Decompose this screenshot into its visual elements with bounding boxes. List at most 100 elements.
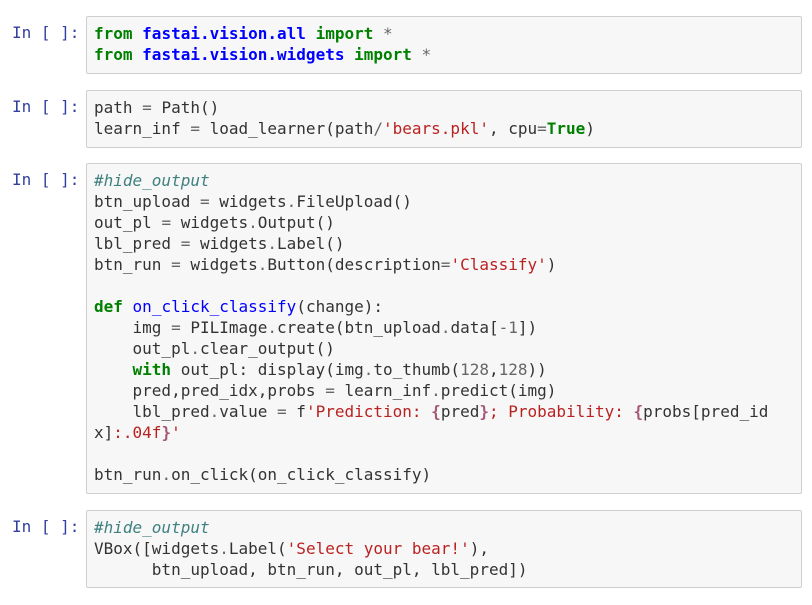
code-token: , cpu (488, 119, 538, 138)
code-token: . (209, 402, 220, 421)
code-token: )) (527, 360, 547, 379)
code-token: ) (585, 119, 595, 138)
code-token: img (94, 318, 172, 337)
code-token: widgets (190, 234, 268, 253)
code-token: on_click(on_click_classify) (171, 465, 432, 484)
code-token: - (498, 318, 509, 337)
code-token: btn_upload (94, 192, 200, 211)
input-prompt: In [ ]: (12, 23, 80, 42)
code-token: = (180, 234, 191, 253)
code-editor[interactable]: from fastai.vision.all import *from fast… (86, 16, 802, 74)
code-token: widgets (180, 255, 258, 274)
code-line: #hide_output (94, 517, 801, 538)
code-token: out_pl: display(img (171, 360, 364, 379)
code-token: } (161, 423, 172, 442)
code-token: . (286, 192, 297, 211)
code-token: Label() (277, 234, 345, 253)
code-token: widgets (171, 213, 249, 232)
code-token: = (171, 255, 181, 274)
code-token: x] (94, 423, 114, 442)
code-token: . (267, 318, 278, 337)
code-token: VBox([widgets (94, 539, 220, 558)
code-token: ) (546, 255, 557, 274)
code-token (123, 297, 133, 316)
code-token: import (354, 45, 412, 64)
code-token: learn_inf (334, 381, 432, 400)
code-token: load_learner(path (199, 119, 374, 138)
code-token: import (315, 24, 374, 43)
code-line: btn_upload = widgets.FileUpload() (94, 191, 801, 212)
code-token: btn_upload, btn_run, out_pl, lbl_pred]) (94, 560, 528, 579)
code-line: img = PILImage.create(btn_upload.data[-1… (94, 317, 801, 338)
code-token: Label( (228, 539, 287, 558)
code-token: pred (440, 402, 480, 421)
code-token: . (431, 381, 441, 400)
code-token: Path() (151, 98, 220, 117)
code-token: { (633, 402, 644, 421)
code-token: . (267, 234, 278, 253)
code-token (306, 24, 316, 43)
code-token: on_click_classify (132, 297, 297, 316)
code-token: True (546, 119, 586, 138)
code-token: fastai.vision.widgets (142, 45, 345, 64)
code-token: #hide_output (94, 171, 210, 190)
code-line: out_pl = widgets.Output() (94, 212, 801, 233)
code-line: path = Path() (94, 97, 801, 118)
code-token: (change): (296, 297, 384, 316)
code-line: VBox([widgets.Label('Select your bear!')… (94, 538, 801, 559)
code-token: def (94, 297, 123, 316)
code-token: } (479, 402, 489, 421)
code-line: pred,pred_idx,probs = learn_inf.predict(… (94, 380, 801, 401)
code-token: create(btn_upload (277, 318, 441, 337)
code-line: from fastai.vision.widgets import * (94, 44, 801, 65)
code-token: with (132, 360, 172, 379)
code-line: x]:.04f}' (94, 422, 801, 443)
code-token: fastai.vision.all (142, 24, 306, 43)
code-token: btn_run (94, 465, 162, 484)
code-token: . (219, 539, 229, 558)
code-token: * (421, 45, 432, 64)
code-line (94, 275, 801, 296)
code-token: . (161, 465, 172, 484)
code-token: to_thumb( (373, 360, 461, 379)
code-token (133, 45, 143, 64)
code-token: learn_inf (94, 119, 191, 138)
code-token: = (161, 213, 172, 232)
code-token: out_pl (94, 339, 191, 358)
code-token: PILImage (180, 318, 268, 337)
code-token: widgets (209, 192, 287, 211)
code-token: = (142, 98, 152, 117)
code-token: ]) (517, 318, 538, 337)
code-token: :.04f (113, 423, 162, 442)
code-token: Button(description (267, 255, 441, 274)
code-token: 'Prediction: (305, 402, 432, 421)
code-token: from (94, 45, 133, 64)
code-token: out_pl (94, 213, 162, 232)
code-line: with out_pl: display(img.to_thumb(128,12… (94, 359, 801, 380)
code-token (344, 45, 354, 64)
code-token: predict(img) (440, 381, 557, 400)
code-editor[interactable]: path = Path()learn_inf = load_learner(pa… (86, 90, 802, 148)
code-token: = (190, 119, 200, 138)
code-token: . (190, 339, 200, 358)
code-token: ), (469, 539, 489, 558)
code-token: 1 (508, 318, 518, 337)
code-line: lbl_pred.value = f'Prediction: {pred}; P… (94, 401, 801, 422)
code-line: learn_inf = load_learner(path/'bears.pkl… (94, 118, 801, 139)
input-prompt: In [ ]: (12, 170, 80, 189)
code-token: Output() (257, 213, 335, 232)
code-token: 128 (460, 360, 489, 379)
code-token: = (277, 402, 287, 421)
code-line: btn_run.on_click(on_click_classify) (94, 464, 801, 485)
code-token (412, 45, 422, 64)
code-token: / (373, 119, 383, 138)
code-line: lbl_pred = widgets.Label() (94, 233, 801, 254)
code-line: btn_upload, btn_run, out_pl, lbl_pred]) (94, 559, 801, 580)
code-token: btn_run (94, 255, 172, 274)
code-token: . (363, 360, 374, 379)
code-token: probs[pred_id (643, 402, 769, 421)
code-token: * (383, 24, 393, 43)
code-token: = (199, 192, 210, 211)
